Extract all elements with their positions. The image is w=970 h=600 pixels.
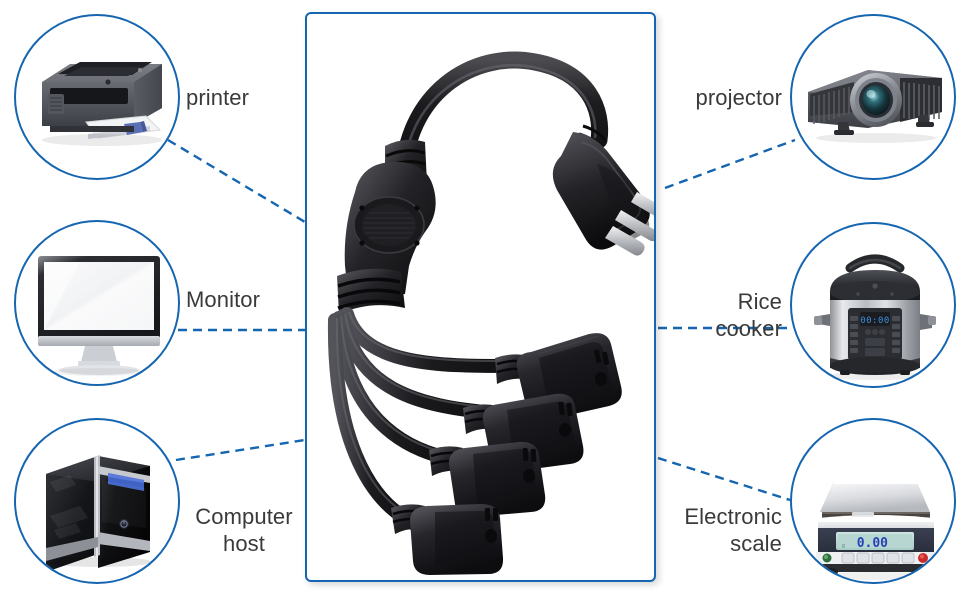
label-printer: printer [186,85,250,110]
monitor-icon [38,256,160,376]
device-bubble-printer[interactable] [14,14,180,180]
device-bubble-projector[interactable] [790,14,956,180]
label-electronic-scale: Electronic scale [684,504,782,556]
device-bubble-electronic-scale[interactable]: 0.00 g [790,418,956,584]
svg-text:00:00: 00:00 [860,316,890,326]
computer-host-icon [46,455,152,572]
connector-scale [657,456,791,502]
outlet-receptacle [429,441,546,518]
label-rice-cooker: Rice cooker [715,289,782,341]
connector-host [175,438,306,462]
connector-projector [664,138,796,190]
electronic-scale-icon: 0.00 g [816,480,936,580]
label-computer-host: Computer host [195,504,293,556]
svg-text:g: g [842,543,845,549]
power-splitter-cable-image [327,51,654,575]
device-bubble-rice-cooker[interactable]: 00:00 [790,222,956,388]
label-projector: projector [695,85,782,110]
scale-reading: 0.00 [857,536,888,551]
printer-icon [42,62,162,146]
device-bubble-monitor[interactable] [14,220,180,386]
connector-printer [167,138,306,224]
label-monitor: Monitor [186,287,261,312]
rice-cooker-icon: 00:00 [814,254,936,380]
projector-icon [808,70,942,143]
product-image-panel[interactable] [305,12,656,582]
outlet-receptacle [391,504,504,575]
male-plug [552,124,654,256]
device-bubble-computer-host[interactable] [14,418,180,584]
